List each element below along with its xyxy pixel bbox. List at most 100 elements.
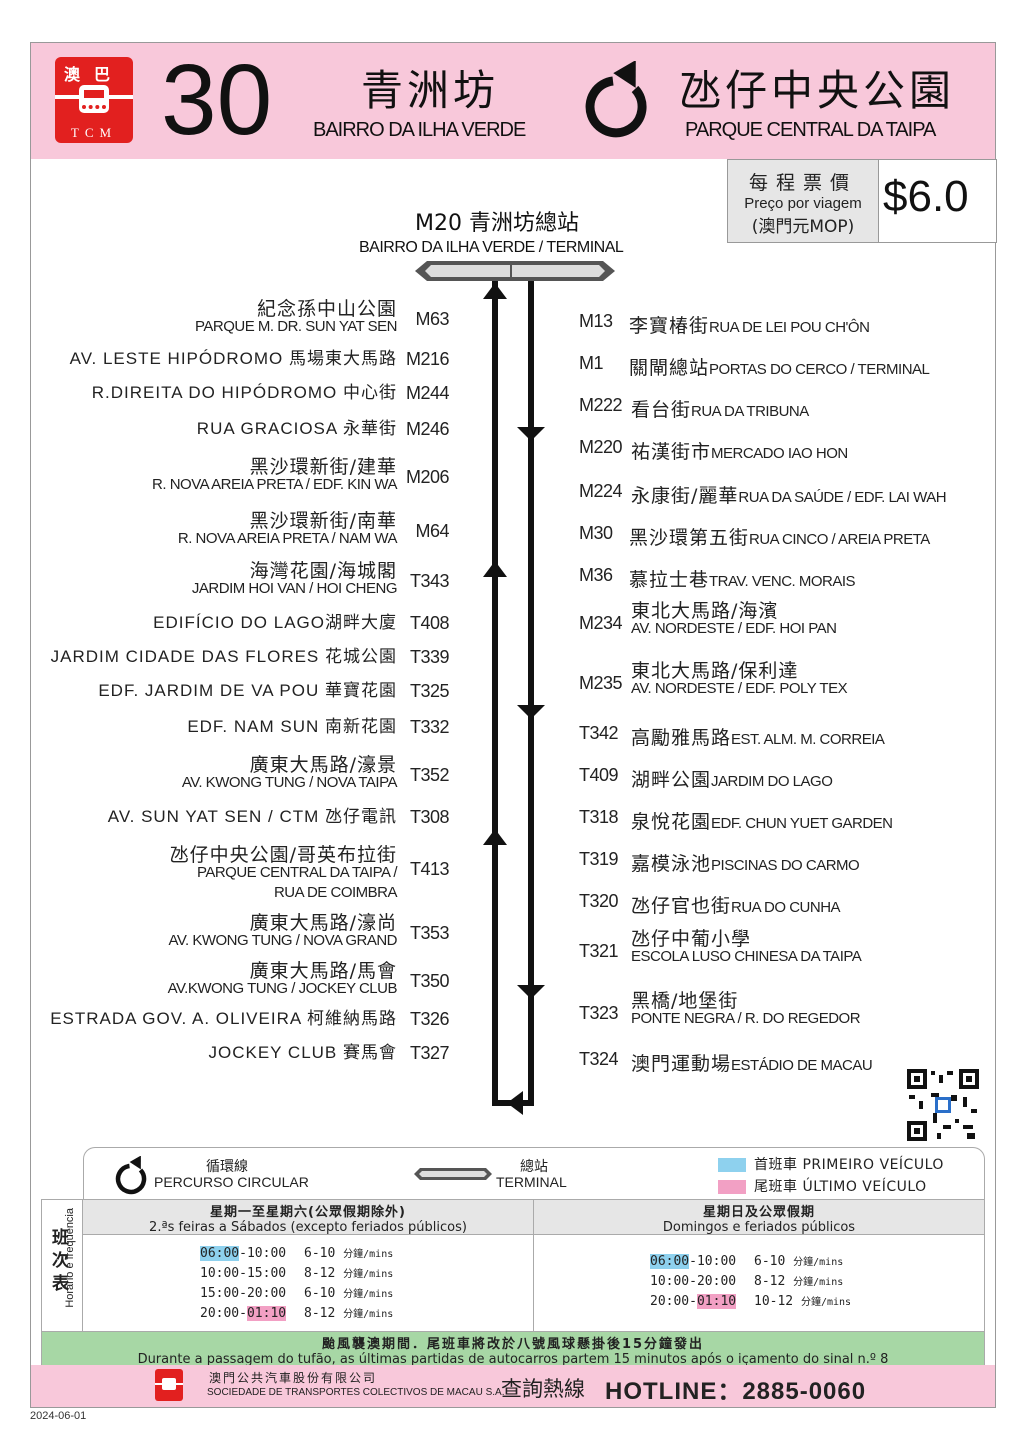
weekday-title-pt: 2.ªs feiras a Sábados (excepto feriados … <box>149 1220 467 1235</box>
last-bus-time: 01:10 <box>246 1306 287 1321</box>
fare-label-zh: 每程票價 <box>748 172 857 194</box>
frequency-unit: 分鐘/mins <box>343 1269 394 1280</box>
stop-name-zh: 關閘總站 <box>629 357 710 379</box>
frequency-unit: 分鐘/mins <box>793 1277 844 1288</box>
stop-m30: 黑沙環第五街RUA CINCO / AREIA PRETA <box>629 523 930 550</box>
schedule-label-pt: Horário e frequência <box>64 1208 76 1308</box>
frequency-unit: 分鐘/mins <box>343 1249 394 1260</box>
circular-route-icon <box>115 1156 147 1195</box>
stop-name: R.DIREITA DO HIPÓDROMO 中心街 <box>91 383 397 402</box>
stop-t308: AV. SUN YAT SEN / CTM 氹仔電訊 <box>0 807 397 827</box>
stop-name-pt: JARDIM DO LAGO <box>711 773 833 790</box>
route-number: 30 <box>161 44 273 156</box>
stop-name-pt: PORTAS DO CERCO / TERMINAL <box>709 361 930 378</box>
holiday-title-zh: 星期日及公眾假期 <box>702 1205 815 1220</box>
stop-t342: 高勵雅馬路EST. ALM. M. CORREIA <box>631 723 885 750</box>
stop-name-pt: R. NOVA AREIA PRETA / NAM WA <box>177 530 398 547</box>
time-range: 06:00-10:00 <box>200 1246 287 1261</box>
stop-code: M64 <box>415 521 449 541</box>
stop-t409: 湖畔公園JARDIM DO LAGO <box>631 765 833 792</box>
stop-name-zh: 黑橋/地堡街 <box>631 990 739 1012</box>
qr-code[interactable] <box>907 1069 979 1141</box>
stop-name-pt: R. NOVA AREIA PRETA / EDF. KIN WA <box>152 476 397 493</box>
stop-name-zh: 紀念孫中山公園 <box>256 298 397 320</box>
stop-name-pt: RUA DE COIMBRA <box>273 884 398 901</box>
frequency-unit: 分鐘/mins <box>800 1297 852 1308</box>
typhoon-notice: 颱風襲澳期間．尾班車將改於八號風球懸掛後15分鐘發出 Durante a pas… <box>41 1331 985 1367</box>
stop-name-zh: 東北大馬路/海濱 <box>631 600 779 622</box>
stop-name-zh: 李寶椿街 <box>629 315 710 337</box>
up-arrow-icon <box>483 829 507 845</box>
stop-code: T352 <box>409 765 450 785</box>
stop-code: M220 <box>579 437 623 457</box>
stop-name-zh: 永康街/麗華 <box>631 485 739 507</box>
up-arrow-icon <box>483 283 507 299</box>
hotline-label-zh: 查詢熱線 <box>501 1377 585 1401</box>
terminal-name-zh: M20 青洲坊總站 <box>415 211 579 236</box>
stop-code: M235 <box>579 673 623 693</box>
stop-name: RUA GRACIOSA 永華街 <box>196 419 397 438</box>
stop-name-pt: AV.KWONG TUNG / JOCKEY CLUB <box>167 980 398 997</box>
schedule-row: 10:00-15:00 8-12 分鐘/mins <box>200 1264 393 1284</box>
stop-name-zh: 氹仔中央公園/哥英布拉街 <box>169 844 397 866</box>
stop-code: T342 <box>579 723 619 743</box>
stop-code: T323 <box>579 1003 619 1023</box>
time-range: 10:00-15:00 <box>200 1266 287 1281</box>
down-arrow-icon <box>517 985 545 999</box>
hotline-number[interactable]: HOTLINE：2885-0060 <box>605 1378 867 1405</box>
stop-name-pt: JARDIM HOI VAN / HOI CHENG <box>191 580 398 597</box>
stop-code: T339 <box>409 647 450 667</box>
stop-code: T350 <box>409 971 450 991</box>
legend-circular-zh: 循環線 <box>206 1159 248 1175</box>
stop-name-pt: ESCOLA LUSO CHINESA DA TAIPA <box>631 948 862 965</box>
last-bus-time: 01:10 <box>696 1294 737 1309</box>
stop-name-zh: 氹仔中葡小學 <box>631 928 752 950</box>
stop-m222: 看台街RUA DA TRIBUNA <box>631 395 809 422</box>
fare-currency: (澳門元MOP) <box>751 217 855 237</box>
legend-terminal-pt: TERMINAL <box>496 1174 567 1190</box>
stop-code: T325 <box>409 681 450 701</box>
frequency: 6-10 分鐘/mins <box>754 1254 844 1269</box>
down-arrow-icon <box>517 705 545 719</box>
frequency: 8-12 分鐘/mins <box>304 1266 394 1281</box>
stop-name-zh: 氹仔官也街 <box>631 895 732 917</box>
stop-code: M222 <box>579 395 623 415</box>
stop-name: ESTRADA GOV. A. OLIVEIRA 柯維納馬路 <box>50 1009 397 1028</box>
stop-t324: 澳門運動場ESTÁDIO DE MACAU <box>631 1049 873 1076</box>
stop-name: EDF. JARDIM DE VA POU 華寶花園 <box>98 681 397 700</box>
holiday-header: 星期日及公眾假期 Domingos e feriados públicos <box>534 1200 984 1235</box>
bus-icon <box>79 85 109 113</box>
stop-name-pt: AV. NORDESTE / EDF. POLY TEX <box>631 680 848 697</box>
stop-name-zh: 海灣花園/海城閣 <box>249 560 397 582</box>
schedule-table: 班次表 Horário e frequência 星期一至星期六(公眾假期除外)… <box>41 1199 985 1333</box>
stop-t318: 泉悅花園EDF. CHUN YUET GARDEN <box>631 807 893 834</box>
stop-name-zh: 祐漢街市 <box>631 441 712 463</box>
route-sheet: 澳巴 TCM 30 青洲坊 BAIRRO DA ILHA VERDE 氹仔中央公… <box>30 42 997 1408</box>
stop-name: AV. LESTE HIPÓDROMO 馬場東大馬路 <box>69 349 397 368</box>
stop-code: T319 <box>579 849 619 869</box>
legend-last-bus: 尾班車 ÚLTIMO VEÍCULO <box>754 1179 927 1195</box>
stop-name-pt: ESTÁDIO DE MACAU <box>731 1057 873 1074</box>
stop-name-pt: RUA CINCO / AREIA PRETA <box>749 531 930 548</box>
stop-name-pt: MERCADO IAO HON <box>711 445 848 462</box>
weekday-title-zh: 星期一至星期六(公眾假期除外) <box>210 1205 406 1220</box>
destination-pt: PARQUE CENTRAL DA TAIPA <box>685 119 936 141</box>
stop-t332: EDF. NAM SUN 南新花園 <box>0 717 397 737</box>
holiday-title-pt: Domingos e feriados públicos <box>662 1220 856 1235</box>
company-name-zh: 澳門公共汽車股份有限公司 <box>209 1371 378 1385</box>
fare-label-pt: Preço por viagem <box>744 195 862 212</box>
issue-date: 2024-06-01 <box>30 1410 87 1422</box>
stop-t327: JOCKEY CLUB 賽馬會 <box>0 1043 397 1063</box>
stop-code: M224 <box>579 481 623 501</box>
